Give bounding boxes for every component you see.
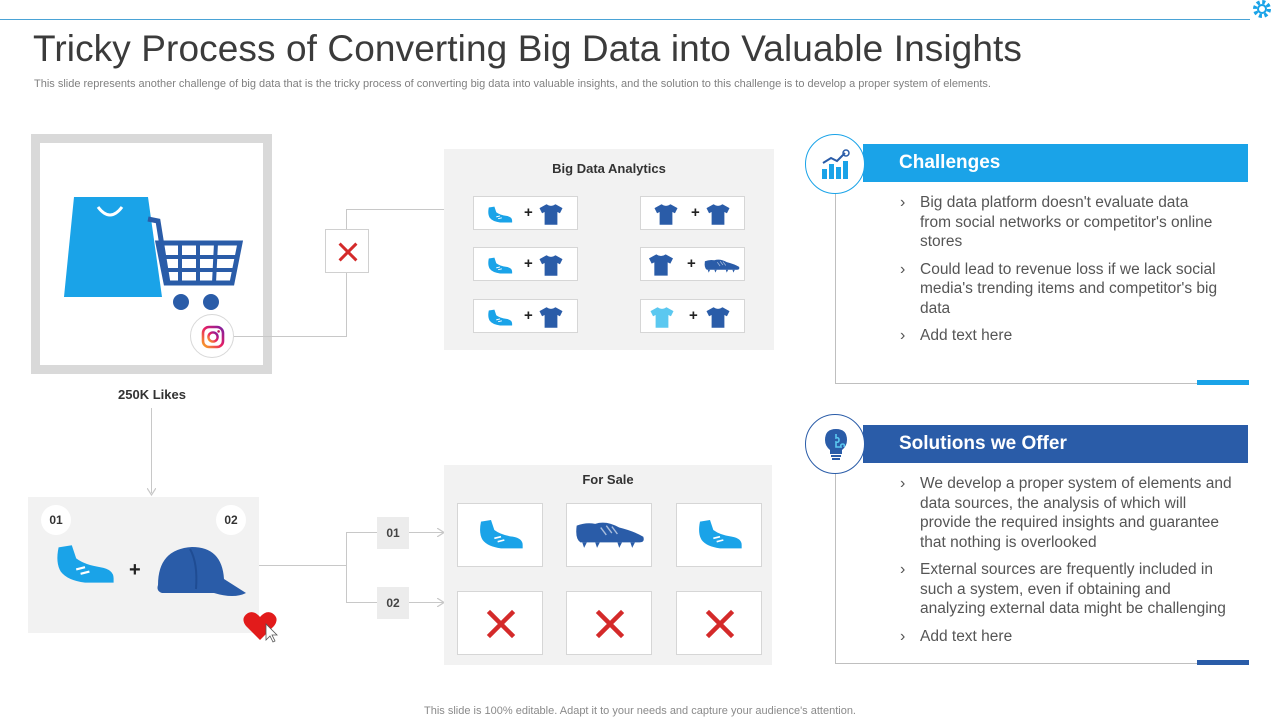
product-tile [676,503,762,567]
sneaker-icon [52,537,118,593]
sneaker-icon [486,256,514,276]
reject-marker [325,229,369,273]
cleat-icon [573,518,647,550]
big-data-analytics-panel: Big Data Analytics + + + + + + [444,149,774,350]
close-icon [705,609,735,639]
instagram-badge [190,314,234,358]
cap-icon [157,547,246,596]
arrow-down-icon [147,488,156,496]
step-number: 02 [216,505,246,535]
product-tile [566,591,652,655]
tshirt-icon [653,203,679,226]
connector-line [151,408,152,493]
solutions-list: We develop a proper system of elements a… [900,474,1240,654]
plus-sign: + [524,307,533,324]
heart-cursor-icon [243,612,278,643]
gear-icon [1253,0,1271,18]
connector-line [259,565,347,566]
product-tile [676,591,762,655]
panel-title: Big Data Analytics [552,161,666,176]
header-rule [0,19,1250,20]
card-accent [1197,660,1249,665]
product-tile [457,591,543,655]
sneaker-icon [486,308,514,328]
sneaker-icon [695,514,745,556]
page-subtitle: This slide represents another challenge … [34,78,991,90]
connector-line [346,209,347,337]
plus-sign: + [691,204,700,221]
tshirt-icon [649,306,675,329]
solutions-icon-badge [805,414,865,474]
close-icon [486,609,516,639]
for-sale-panel: For Sale [444,465,772,665]
page-title: Tricky Process of Converting Big Data in… [33,28,1023,69]
challenges-heading: Challenges [863,144,1248,182]
plus-sign: + [524,255,533,272]
tshirt-icon [647,253,675,277]
sneaker-icon [486,205,514,225]
plus-sign: + [524,204,533,221]
instagram-icon [201,325,225,349]
connector-line [346,209,444,210]
challenge-item: Add text here [900,326,1220,346]
challenges-list: Big data platform doesn't evaluate data … [900,193,1220,354]
step-number: 01 [41,505,71,535]
solution-item: External sources are frequently included… [900,560,1240,619]
likes-count: 250K Likes [118,387,186,402]
plus-sign: + [129,559,141,581]
panel-title: For Sale [582,472,634,487]
product-combo: + [473,196,578,230]
product-combo: + [640,196,745,230]
growth-chart-icon [822,149,850,179]
product-combo-panel: 01 02 + [28,497,259,633]
connector-line [346,532,347,603]
tshirt-icon [538,254,564,277]
challenge-item: Could lead to revenue loss if we lack so… [900,260,1220,319]
close-icon [595,609,625,639]
product-combo: + [640,247,745,281]
product-tile [457,503,543,567]
route-label: 01 [377,517,409,549]
solution-item: Add text here [900,627,1240,647]
lightbulb-puzzle-icon [825,429,847,460]
product-combo: + [473,299,578,333]
tshirt-icon [538,203,564,226]
card-accent [1197,380,1249,385]
sneaker-icon [476,514,526,556]
footer-note: This slide is 100% editable. Adapt it to… [424,705,856,717]
cleat-icon [703,257,741,274]
shopping-bag-cart-icon [64,197,244,310]
challenges-icon-badge [805,134,865,194]
product-combo: + [640,299,745,333]
product-tile [566,503,652,567]
plus-sign: + [687,255,696,272]
tshirt-icon [538,306,564,329]
route-label: 02 [377,587,409,619]
plus-sign: + [689,307,698,324]
solution-item: We develop a proper system of elements a… [900,474,1240,552]
challenges-card [835,182,1249,384]
product-combo: + [473,247,578,281]
connector-line [234,336,347,337]
solutions-heading: Solutions we Offer [863,425,1248,463]
tshirt-icon [705,203,731,226]
challenge-item: Big data platform doesn't evaluate data … [900,193,1220,252]
solutions-card [835,463,1249,664]
close-icon [338,242,358,262]
tshirt-icon [705,306,731,329]
